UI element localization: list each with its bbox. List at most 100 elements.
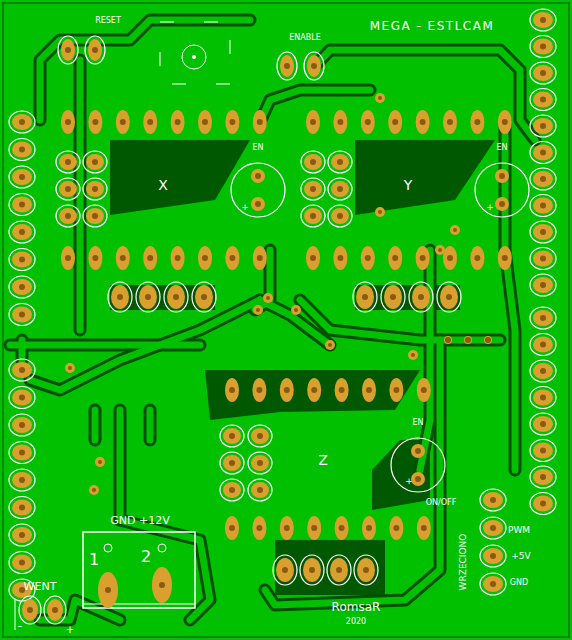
drill-hole — [19, 367, 25, 373]
via — [435, 245, 445, 255]
via-hole — [453, 228, 457, 232]
drill-hole — [120, 119, 126, 125]
drill-hole — [257, 433, 263, 439]
drill-hole — [540, 150, 546, 156]
solder-pad — [533, 469, 553, 485]
pad-outline — [327, 555, 351, 585]
drill-hole — [499, 173, 505, 179]
pad-outline — [300, 555, 324, 585]
drill-hole — [65, 159, 71, 165]
pad-outline — [220, 425, 244, 447]
drill-hole — [310, 186, 316, 192]
solder-pad — [152, 567, 172, 603]
solder-pad — [533, 92, 553, 108]
solder-pad — [195, 285, 213, 309]
drill-hole — [19, 422, 25, 428]
pad-outline — [328, 205, 352, 227]
pad-outline — [56, 151, 80, 173]
via — [375, 93, 385, 103]
trace-gap — [265, 340, 440, 605]
pad-outline — [83, 178, 107, 200]
pad-outline — [9, 497, 35, 519]
drill-hole — [337, 159, 343, 165]
pad-outline — [409, 282, 433, 312]
pad-outline — [301, 178, 325, 200]
drill-hole — [540, 229, 546, 235]
drill-hole — [65, 213, 71, 219]
solder-pad — [389, 516, 403, 540]
drill-hole — [446, 294, 452, 300]
solder-pad — [12, 114, 32, 130]
pad-outline — [530, 493, 556, 515]
silkscreen-text: ENABLE — [289, 34, 321, 42]
pad-outline — [85, 36, 105, 64]
solder-pad — [303, 558, 321, 582]
drill-hole — [540, 97, 546, 103]
pad-outline — [248, 452, 272, 474]
via-hole — [68, 366, 72, 370]
drill-hole — [255, 173, 261, 179]
solder-pad — [251, 455, 269, 471]
pad-outline — [277, 52, 297, 80]
drill-hole — [256, 525, 262, 531]
silkscreen-text: GND +12V — [110, 515, 169, 526]
drill-hole — [390, 294, 396, 300]
solder-pad — [252, 378, 266, 402]
pad-outline — [83, 151, 107, 173]
solder-pad — [388, 246, 402, 270]
pad-outline — [220, 452, 244, 474]
capacitor-outline — [475, 163, 529, 217]
pad-outline — [9, 387, 35, 409]
pad-outline — [530, 466, 556, 488]
solder-pad — [61, 246, 75, 270]
drill-hole — [92, 186, 98, 192]
via-hole — [378, 96, 382, 100]
solder-pad — [12, 527, 32, 543]
drill-hole — [65, 255, 71, 261]
drill-hole — [65, 186, 71, 192]
solder-pad — [335, 516, 349, 540]
solder-pad — [306, 110, 320, 134]
pad-outline — [9, 194, 35, 216]
silkscreen-text: + — [241, 203, 249, 212]
copper-trace — [92, 410, 99, 440]
solder-pad — [533, 416, 553, 432]
drill-hole — [19, 147, 25, 153]
pad-outline — [56, 205, 80, 227]
silkscreen-text: EN — [252, 144, 263, 152]
pad-outline — [248, 425, 272, 447]
terminal-mark — [158, 544, 166, 552]
drill-hole — [117, 294, 123, 300]
solder-pad — [86, 181, 104, 197]
solder-pad — [533, 337, 553, 353]
drill-hole — [256, 387, 262, 393]
via — [89, 485, 99, 495]
drill-hole — [229, 387, 235, 393]
solder-pad — [223, 428, 241, 444]
pad-outline — [9, 221, 35, 243]
drill-hole — [147, 119, 153, 125]
copper-trace — [10, 342, 200, 349]
pad-outline — [301, 151, 325, 173]
pad-outline — [530, 274, 556, 296]
drill-hole — [19, 229, 25, 235]
silkscreen-text: WENT — [24, 581, 57, 592]
solder-pad — [330, 558, 348, 582]
solder-pad — [98, 572, 118, 608]
drill-hole — [229, 119, 235, 125]
pad-outline — [437, 282, 461, 312]
drill-hole — [201, 294, 207, 300]
solder-pad — [251, 197, 265, 211]
solder-pad — [495, 197, 509, 211]
pad-outline — [44, 596, 66, 624]
solder-pad — [443, 246, 457, 270]
solder-pad — [116, 246, 130, 270]
drill-hole — [310, 159, 316, 165]
solder-pad — [307, 516, 321, 540]
solder-pad — [12, 197, 32, 213]
drill-hole — [337, 119, 343, 125]
drill-hole — [229, 433, 235, 439]
drill-hole — [19, 560, 25, 566]
solder-pad — [12, 362, 32, 378]
